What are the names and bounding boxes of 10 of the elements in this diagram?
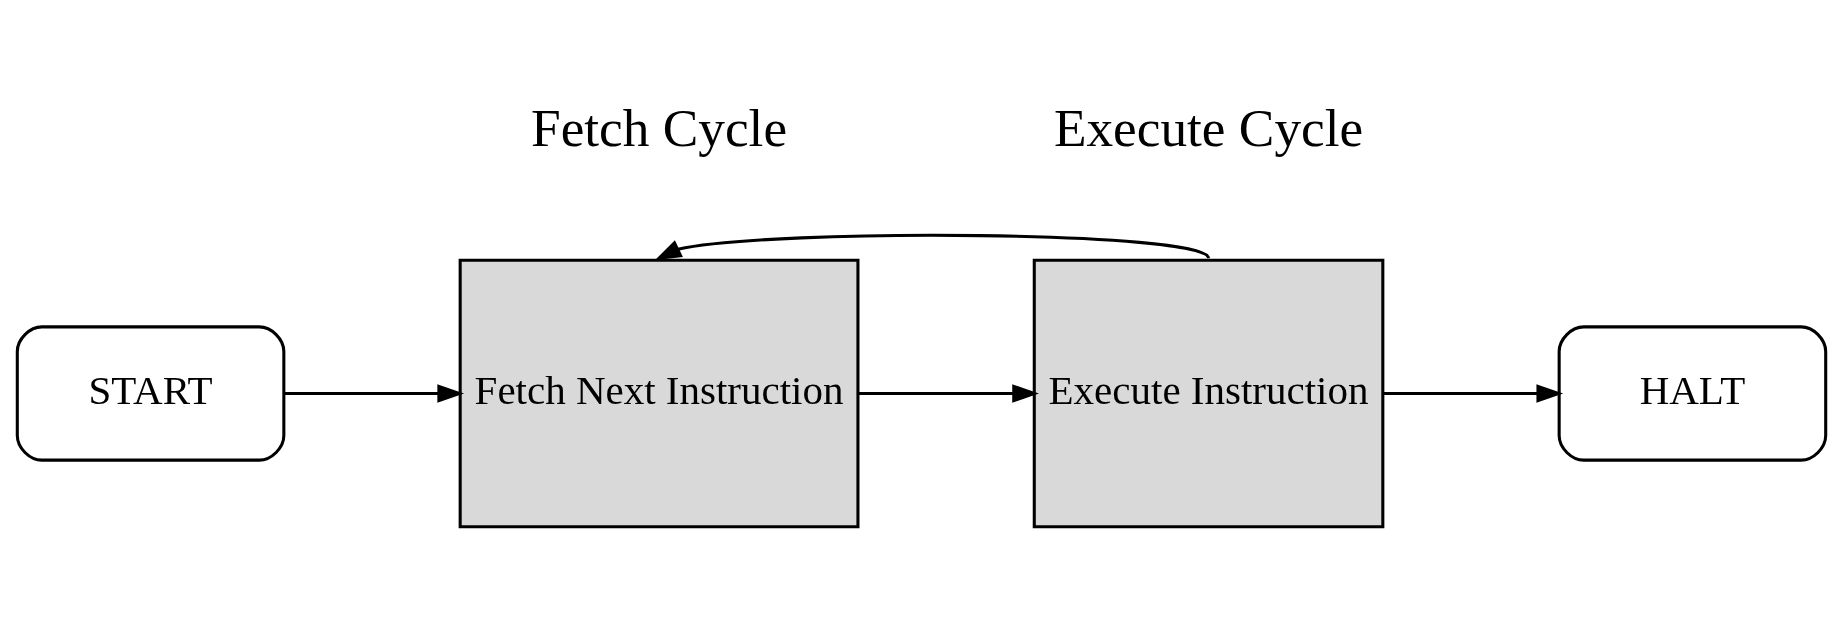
label: Fetch Cycle xyxy=(531,98,788,158)
label: Execute Cycle xyxy=(1053,98,1364,158)
node-box: HALT xyxy=(1557,324,1828,462)
arrow xyxy=(284,383,465,403)
node-box: START xyxy=(15,324,286,462)
node-box: Fetch Next Instruction xyxy=(458,258,860,528)
arrow xyxy=(654,233,1210,260)
arrow xyxy=(858,383,1039,403)
arrow xyxy=(1383,383,1564,403)
node-box: Execute Instruction xyxy=(1032,258,1385,528)
